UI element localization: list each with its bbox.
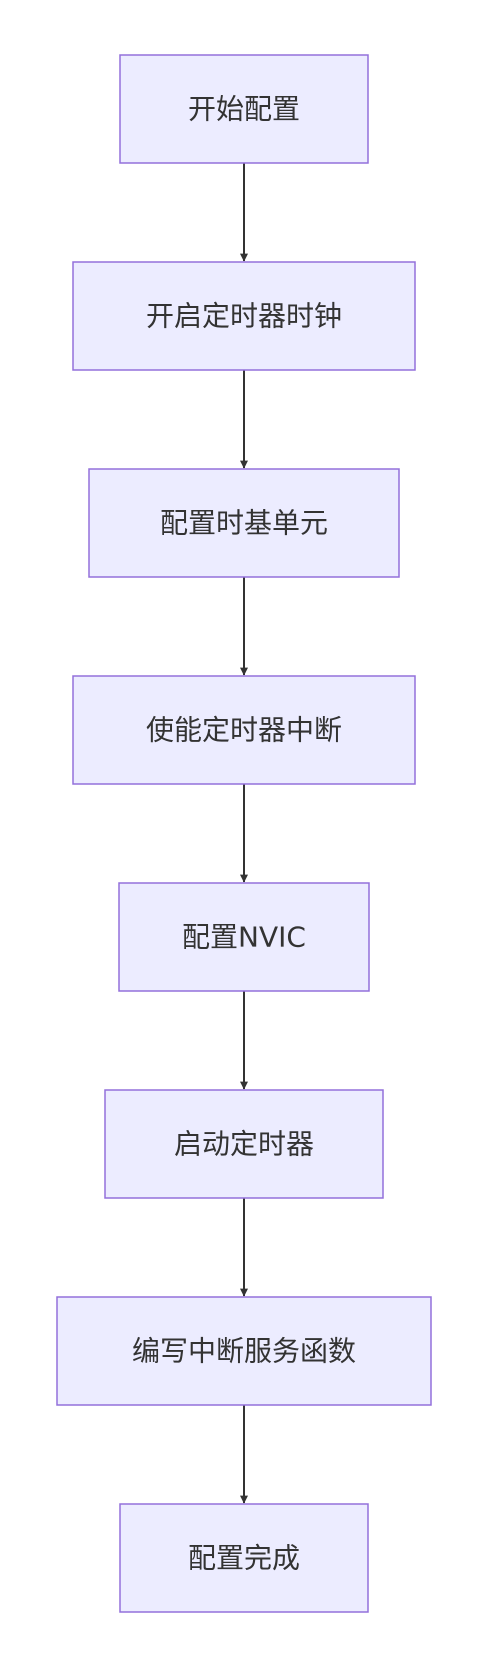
node-label-start: 开始配置 <box>188 93 300 126</box>
node-label-isr: 编写中断服务函数 <box>132 1335 356 1368</box>
node-label-nvic: 配置NVIC <box>182 921 306 954</box>
node-timebase: 配置时基单元 <box>88 468 400 578</box>
node-start: 开始配置 <box>119 54 369 164</box>
node-interrupt: 使能定时器中断 <box>72 675 416 785</box>
node-isr: 编写中断服务函数 <box>56 1296 432 1406</box>
node-box-nvic <box>118 882 370 992</box>
node-box-done <box>119 1503 369 1613</box>
node-box-clock <box>72 261 416 371</box>
node-box-start <box>119 54 369 164</box>
node-label-enable: 启动定时器 <box>174 1128 314 1161</box>
node-label-clock: 开启定时器时钟 <box>146 300 342 333</box>
node-label-interrupt: 使能定时器中断 <box>146 714 342 747</box>
node-box-timebase <box>88 468 400 578</box>
node-enable: 启动定时器 <box>104 1089 384 1199</box>
node-label-timebase: 配置时基单元 <box>160 507 328 540</box>
node-box-isr <box>56 1296 432 1406</box>
node-clock: 开启定时器时钟 <box>72 261 416 371</box>
node-nvic: 配置NVIC <box>118 882 370 992</box>
node-label-done: 配置完成 <box>188 1542 300 1575</box>
node-box-enable <box>104 1089 384 1199</box>
node-done: 配置完成 <box>119 1503 369 1613</box>
node-box-interrupt <box>72 675 416 785</box>
